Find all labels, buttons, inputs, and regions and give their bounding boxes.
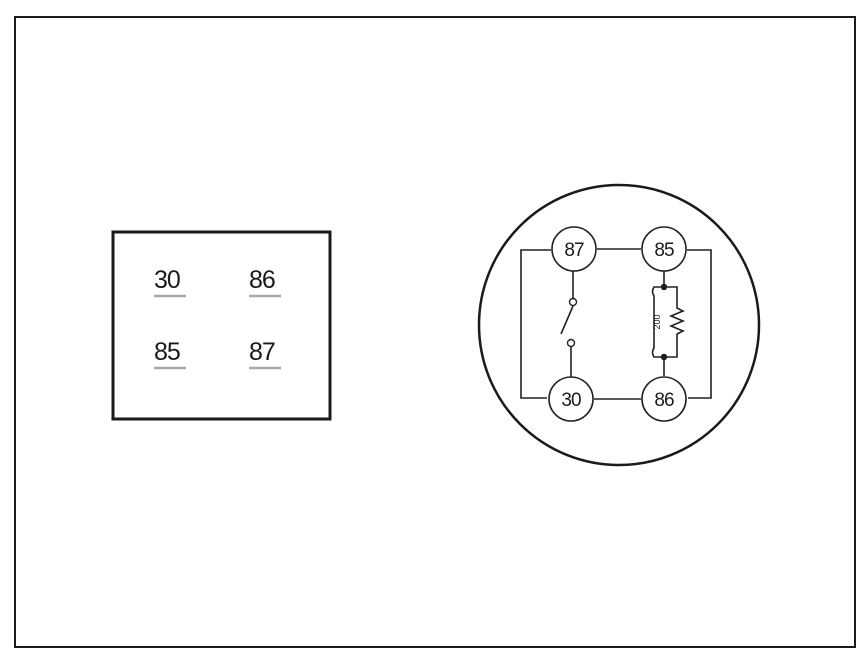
terminal-label-86: 86 [654,390,674,411]
switch-contact [560,271,578,378]
terminal-label-30: 30 [561,390,581,411]
terminal-85: 85 [641,226,687,272]
wire-85-to-86-outer [687,249,712,399]
diagram-frame [14,16,856,648]
connector-face-outline [111,230,332,421]
terminal-30: 30 [548,376,594,422]
terminal-label-87: 87 [564,240,584,261]
pin-label-85: 85 [154,338,180,366]
terminal-label-85: 85 [654,240,674,261]
pin-label-87: 87 [249,338,275,366]
coil-assembly: 200 [651,271,686,376]
connector-face: 30 86 85 87 [111,230,332,421]
wire-87-to-30-outer [520,249,551,399]
pin-label-86: 86 [249,266,275,294]
coil-resistor-label: 200 [652,314,662,329]
relay-schematic: 200 87 85 30 86 [477,183,761,467]
terminal-86: 86 [641,376,687,422]
relay-schematic-outline [477,183,761,467]
pin-label-30: 30 [154,266,180,294]
terminal-87: 87 [551,226,597,272]
